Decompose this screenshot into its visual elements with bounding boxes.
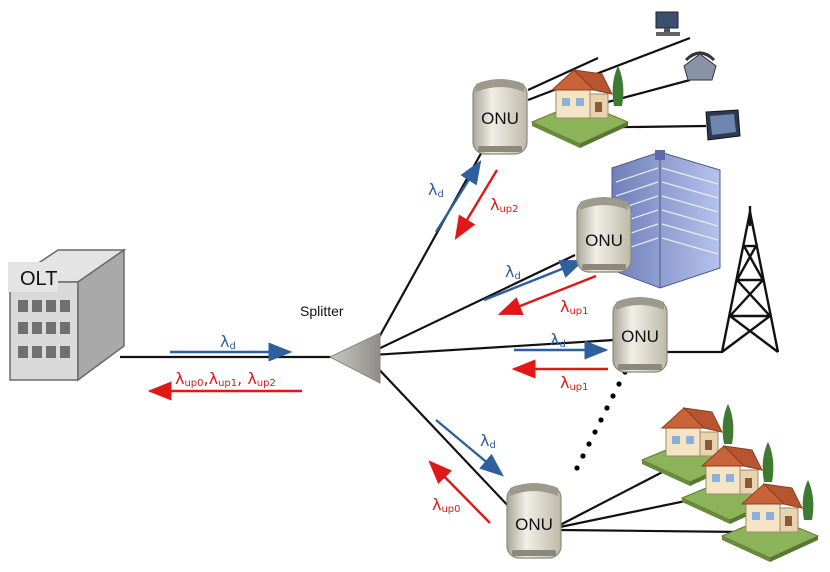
upstream-label-onu1: λup1	[560, 297, 589, 317]
onu-icon: ONU	[506, 482, 562, 559]
cable-house-b	[559, 496, 701, 529]
downstream-label-onu1: λd	[505, 262, 521, 282]
downstream-label-onu0: λd	[480, 431, 496, 451]
upstream-label-onu0: λup0	[432, 495, 461, 515]
fiber-to-onu-0	[371, 361, 513, 511]
cable-house-a	[559, 464, 677, 526]
fiber-to-onu-2	[371, 147, 485, 351]
cable-computer	[527, 56, 599, 92]
fiber-to-onu-1b	[371, 338, 615, 357]
downstream-label-trunk: λd	[220, 332, 236, 352]
downstream-label-onu1b: λd	[550, 330, 566, 350]
olt-building-icon: OLT	[7, 248, 127, 382]
house-icon	[531, 65, 629, 149]
upstream-label-onu2: λup2	[490, 195, 519, 215]
onu-label: ONU	[481, 109, 519, 128]
splitter-label: Splitter	[300, 303, 344, 319]
telephone-icon	[683, 51, 717, 81]
upstream-label-trunk: λup0,λup1, λup2	[175, 369, 276, 389]
upstream-arrow-onu0	[428, 460, 491, 524]
upstream-label-onu1b: λup1	[560, 373, 589, 393]
tv-icon	[705, 109, 741, 141]
downstream-arrow-onu0	[435, 419, 504, 477]
computer-icon	[655, 11, 680, 36]
onu-label: ONU	[515, 515, 553, 534]
downstream-arrow-onu1	[483, 259, 585, 302]
fiber-lines	[120, 36, 745, 534]
upstream-arrow-onu2	[454, 169, 499, 241]
onu-icon: ONU	[576, 196, 632, 273]
olt-label: OLT	[20, 268, 57, 290]
onu-label: ONU	[585, 231, 623, 250]
onu-label: ONU	[621, 327, 659, 346]
downstream-label-onu2: λd	[428, 180, 444, 200]
office-building-icon	[611, 150, 721, 289]
onu-icon: ONU	[612, 296, 668, 373]
upstream-arrow-onu1	[497, 274, 597, 316]
onu-icon: ONU	[472, 78, 528, 155]
downstream-arrow-onu2	[434, 159, 482, 233]
splitter-icon: Splitter	[300, 303, 381, 384]
fiber-to-onu-1	[371, 254, 576, 353]
cable-house-c	[559, 528, 745, 534]
cell-tower-icon	[720, 206, 780, 353]
